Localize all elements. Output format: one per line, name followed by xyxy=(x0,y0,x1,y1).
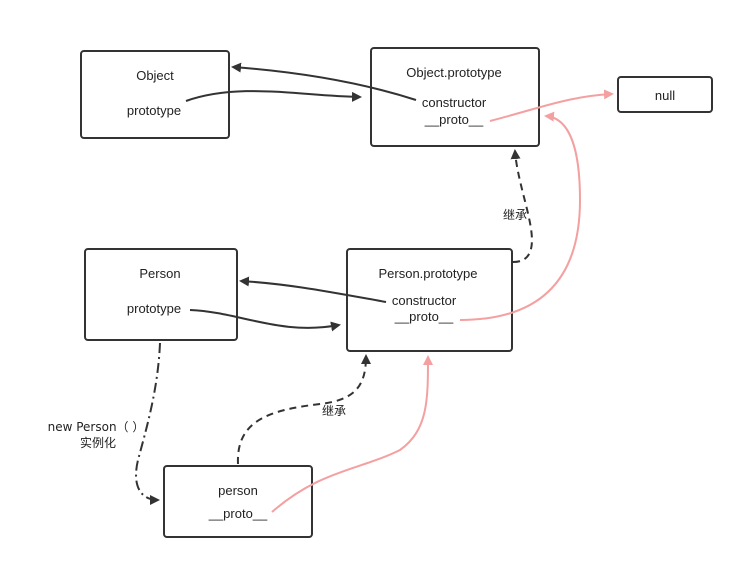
person-prototype-constructor: constructor xyxy=(392,293,457,308)
person-instance-proto: __proto__ xyxy=(208,506,268,521)
person-instance-title: person xyxy=(218,483,258,498)
person-prototype-prop: prototype xyxy=(127,301,181,316)
object-prototype-prop: prototype xyxy=(127,103,181,118)
object-prototype-constructor: constructor xyxy=(422,95,487,110)
object-title: Object xyxy=(136,68,174,83)
object-prototype-title: Object.prototype xyxy=(406,65,501,80)
new-person-label: new Person（ ） xyxy=(48,420,145,434)
inherit-lower-label: 继承 xyxy=(322,404,346,418)
inherit-lower-arrow xyxy=(236,354,371,465)
object-proto-to-null-arrow xyxy=(489,89,614,122)
null-title: null xyxy=(655,88,675,103)
person-prototype-to-person-prototype-arrow xyxy=(189,309,341,332)
null-box xyxy=(617,76,713,113)
inherit-upper-label: 继承 xyxy=(503,208,527,222)
object-prototype-box xyxy=(370,47,540,147)
person-prototype-proto: __proto__ xyxy=(394,309,454,324)
person-title: Person xyxy=(139,266,180,281)
person-prototype-title: Person.prototype xyxy=(378,266,477,281)
instantiate-arrow xyxy=(135,342,161,505)
inherit-upper-arrow xyxy=(510,149,533,263)
person-prototype-box xyxy=(346,248,513,352)
object-box xyxy=(80,50,230,139)
person-instance-box xyxy=(163,465,313,538)
constructor-to-person-arrow xyxy=(239,276,387,303)
person-proto-to-object-prototype-arrow xyxy=(459,111,582,321)
object-prototype-proto: __proto__ xyxy=(424,112,484,127)
instance-proto-to-person-prototype-arrow xyxy=(271,355,433,513)
instantiate-label: 实例化 xyxy=(80,435,116,450)
object-prototype-to-object-prototype-arrow xyxy=(185,90,362,102)
person-box xyxy=(84,248,238,341)
constructor-to-object-arrow xyxy=(231,62,417,101)
